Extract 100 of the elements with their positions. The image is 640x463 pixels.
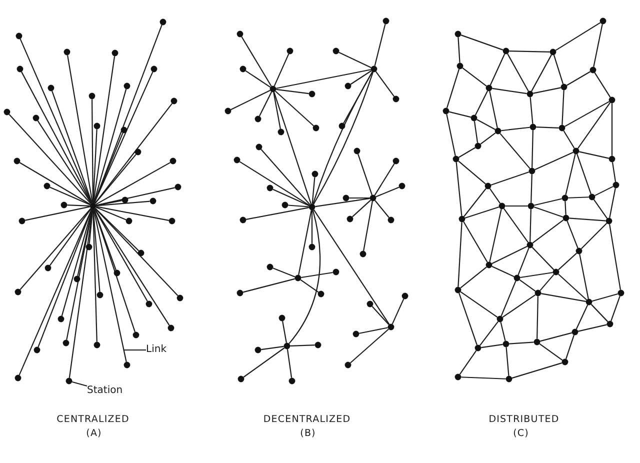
station-dot — [502, 340, 510, 348]
station-dot — [600, 18, 606, 24]
station-dot — [160, 18, 166, 26]
station-dot — [608, 96, 616, 104]
station-dot — [338, 122, 346, 130]
callout-label: Station — [87, 386, 123, 396]
station-dot — [612, 182, 620, 188]
link-line — [94, 103, 172, 204]
station-dot — [308, 204, 316, 210]
station-dot — [562, 358, 568, 366]
station-dot — [16, 66, 24, 72]
station-dot — [572, 328, 578, 336]
link-line — [288, 210, 321, 344]
link-line — [608, 224, 622, 290]
link-line — [243, 347, 285, 378]
station-dot — [454, 286, 462, 294]
station-dot — [58, 316, 64, 322]
station-dot — [122, 196, 128, 204]
station-dot — [18, 218, 26, 224]
link-line — [489, 188, 501, 204]
link-line — [463, 221, 488, 263]
callout-label: Link — [146, 345, 166, 355]
station-dot — [388, 216, 394, 224]
link-line — [91, 99, 94, 203]
station-dot — [458, 216, 466, 222]
link-line — [480, 321, 498, 346]
link-line — [576, 154, 592, 194]
station-dot — [590, 66, 596, 74]
panel-caption: DISTRIBUTED — [488, 415, 560, 424]
station-dot — [344, 82, 352, 90]
link-line — [94, 154, 136, 204]
link-line — [530, 174, 532, 203]
link-line — [239, 161, 310, 206]
link-line — [553, 54, 564, 84]
station-dot — [60, 202, 68, 208]
station-dot — [370, 66, 378, 72]
station-dot — [170, 98, 178, 104]
station-dot — [174, 184, 182, 190]
link-line — [276, 88, 309, 94]
station-dot — [486, 262, 492, 268]
station-dot — [308, 244, 316, 250]
link-line — [502, 294, 536, 318]
link-line — [531, 54, 552, 92]
station-dot — [170, 158, 176, 164]
station-dot — [392, 158, 400, 164]
link-line — [272, 188, 310, 206]
link-line — [50, 186, 90, 206]
station-dot — [586, 298, 592, 306]
station-dot — [498, 202, 506, 210]
link-line — [94, 132, 124, 204]
link-line — [593, 24, 603, 67]
station-dot — [14, 374, 22, 382]
panel-caption: DECENTRALIZED — [263, 415, 351, 424]
station-dot — [552, 268, 560, 276]
link-line — [563, 130, 575, 149]
link-line — [37, 120, 92, 204]
link-line — [94, 72, 154, 204]
station-dot — [266, 184, 274, 192]
station-dot — [48, 84, 54, 92]
link-line — [52, 90, 92, 204]
station-dot — [114, 270, 120, 276]
link-line — [462, 68, 487, 86]
link-line — [555, 22, 601, 51]
station-dot — [168, 324, 174, 332]
station-dot — [16, 32, 22, 40]
station-dot — [342, 194, 350, 202]
link-line — [577, 102, 611, 149]
link-line — [565, 334, 575, 360]
station-dot — [66, 378, 72, 384]
link-line — [569, 218, 606, 222]
link-line — [460, 291, 498, 318]
station-dot — [346, 216, 354, 222]
station-dot — [132, 332, 140, 338]
station-dot — [150, 198, 156, 204]
station-dot — [124, 362, 130, 368]
link-line — [562, 90, 564, 125]
link-line — [273, 92, 281, 129]
station-dot — [474, 142, 482, 150]
station-dot — [506, 376, 512, 382]
station-dot — [558, 124, 566, 132]
link-line — [610, 296, 620, 322]
link-line — [474, 121, 478, 143]
station-dot — [176, 294, 184, 302]
station-dot — [34, 346, 40, 354]
station-dot — [96, 292, 104, 298]
link-line — [313, 209, 390, 325]
station-dot — [572, 148, 580, 154]
link-line — [519, 279, 536, 292]
link-line — [273, 92, 312, 204]
link-line — [539, 343, 563, 361]
link-line — [532, 130, 534, 168]
station-dot — [62, 340, 70, 346]
station-dot — [530, 124, 536, 130]
station-dot — [240, 216, 246, 224]
station-dot — [88, 92, 96, 100]
link-line — [568, 196, 589, 198]
link-line — [492, 88, 527, 94]
panel-letter: (C) — [513, 429, 529, 438]
station-dot — [606, 218, 612, 224]
station-dot — [332, 268, 340, 276]
